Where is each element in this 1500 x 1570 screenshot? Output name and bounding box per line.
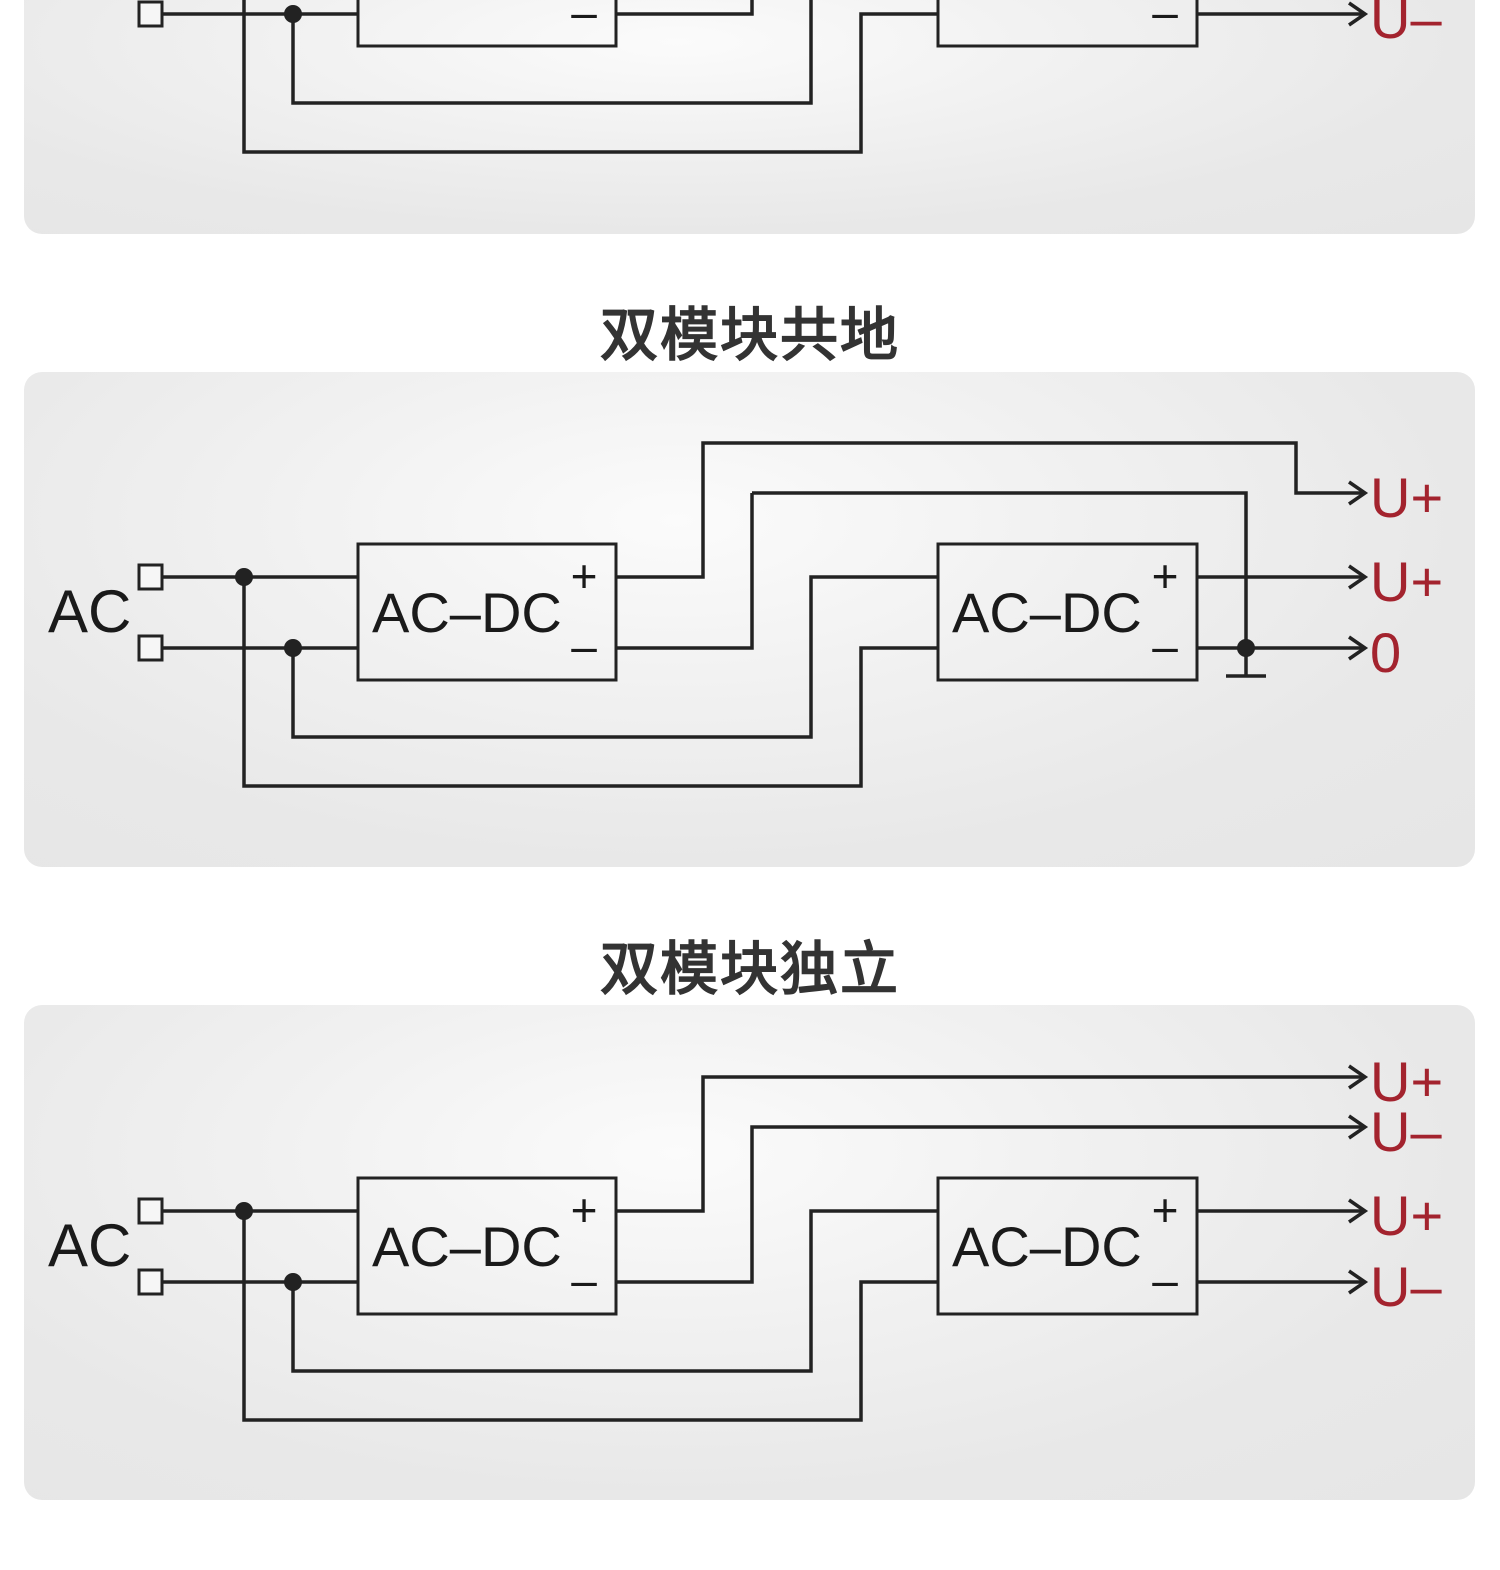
module-1-minus-label: –: [571, 1254, 597, 1306]
module-1-label: AC–DC: [372, 581, 562, 644]
m1-minus-to-ground: [752, 491, 1248, 648]
module-2-box: [936, 542, 1199, 682]
junction-dot: [235, 1202, 253, 1220]
ac-input-label: AC: [48, 578, 131, 645]
bus-n-to-module2: [291, 1209, 938, 1373]
module-1-box: [356, 0, 618, 48]
junction-dot: [284, 1273, 302, 1291]
module-2-box: [936, 0, 1199, 48]
output-label-u-minus: U–: [1370, 0, 1442, 50]
module-1-plus-label: +: [571, 550, 598, 602]
arrow-icon: [1348, 635, 1369, 661]
ac-terminal-minus: [137, 0, 164, 28]
m1-minus-to-m2-plus: [616, 0, 754, 16]
ac-terminal-minus: [137, 1268, 164, 1296]
module-2-minus-label: –: [1152, 620, 1178, 672]
arrow-icon: [1348, 480, 1369, 506]
arrow-icon: [1348, 1064, 1369, 1090]
m1-plus-to-output: [616, 441, 1365, 579]
output-label-u-plus-2: U+: [1370, 550, 1443, 613]
bus-l-to-module2: [242, 0, 938, 154]
module-1-label: AC–DC: [372, 0, 562, 10]
output-label-u-plus-1: U+: [1370, 1050, 1443, 1113]
module-2-plus-label: +: [1152, 550, 1179, 602]
section-title-independent: 双模块独立: [599, 935, 900, 1003]
module-1-box: [356, 1176, 618, 1316]
junction-dot: [284, 5, 302, 23]
bus-n-to-module2: [291, 575, 938, 739]
arrow-icon: [1348, 1114, 1369, 1140]
ac-input-label: AC: [48, 0, 131, 11]
arrow-icon: [1348, 1269, 1369, 1295]
m1-minus-riser: [616, 493, 754, 650]
output-label-u-plus-2: U+: [1370, 1184, 1443, 1247]
module-2-label: AC–DC: [952, 581, 1142, 644]
module-2-minus-label: –: [1152, 1254, 1178, 1306]
arrow-icon: [1348, 564, 1369, 590]
module-1-plus-label: +: [571, 1184, 598, 1236]
module-1-minus-label: –: [571, 0, 597, 38]
output-label-u-minus-2: U–: [1370, 1255, 1442, 1318]
bus-n-to-module2: [291, 0, 813, 105]
ac-terminal-plus: [137, 1197, 164, 1225]
module-1-box: [356, 542, 618, 682]
bus-l-to-module2: [242, 577, 938, 788]
junction-dot: [235, 568, 253, 586]
junction-dot: [284, 639, 302, 657]
ac-terminal-minus: [137, 634, 164, 662]
module-2-label: AC–DC: [952, 1215, 1142, 1278]
ac-input-label: AC: [48, 1212, 131, 1279]
output-label-u-minus-1: U–: [1370, 1100, 1442, 1163]
module-2-minus-label: –: [1152, 0, 1178, 38]
module-2-label: AC–DC: [952, 0, 1142, 10]
module-2-plus-label: +: [1152, 1184, 1179, 1236]
m1-minus-to-output: [616, 1125, 1365, 1284]
module-2-box: [936, 1176, 1199, 1316]
ac-terminal-plus: [137, 563, 164, 591]
bus-l-to-module2: [242, 1211, 938, 1422]
m1-plus-to-output: [616, 1075, 1365, 1213]
section-title-common-ground: 双模块共地: [599, 301, 900, 369]
module-1-label: AC–DC: [372, 1215, 562, 1278]
output-label-zero: 0: [1370, 621, 1401, 684]
diagram-panel-top: [24, 0, 1475, 234]
module-1-minus-label: –: [571, 620, 597, 672]
arrow-icon: [1348, 1, 1369, 27]
arrow-icon: [1348, 1198, 1369, 1224]
output-label-u-plus-1: U+: [1370, 466, 1443, 529]
diagram-panel-independent: [24, 1005, 1475, 1500]
